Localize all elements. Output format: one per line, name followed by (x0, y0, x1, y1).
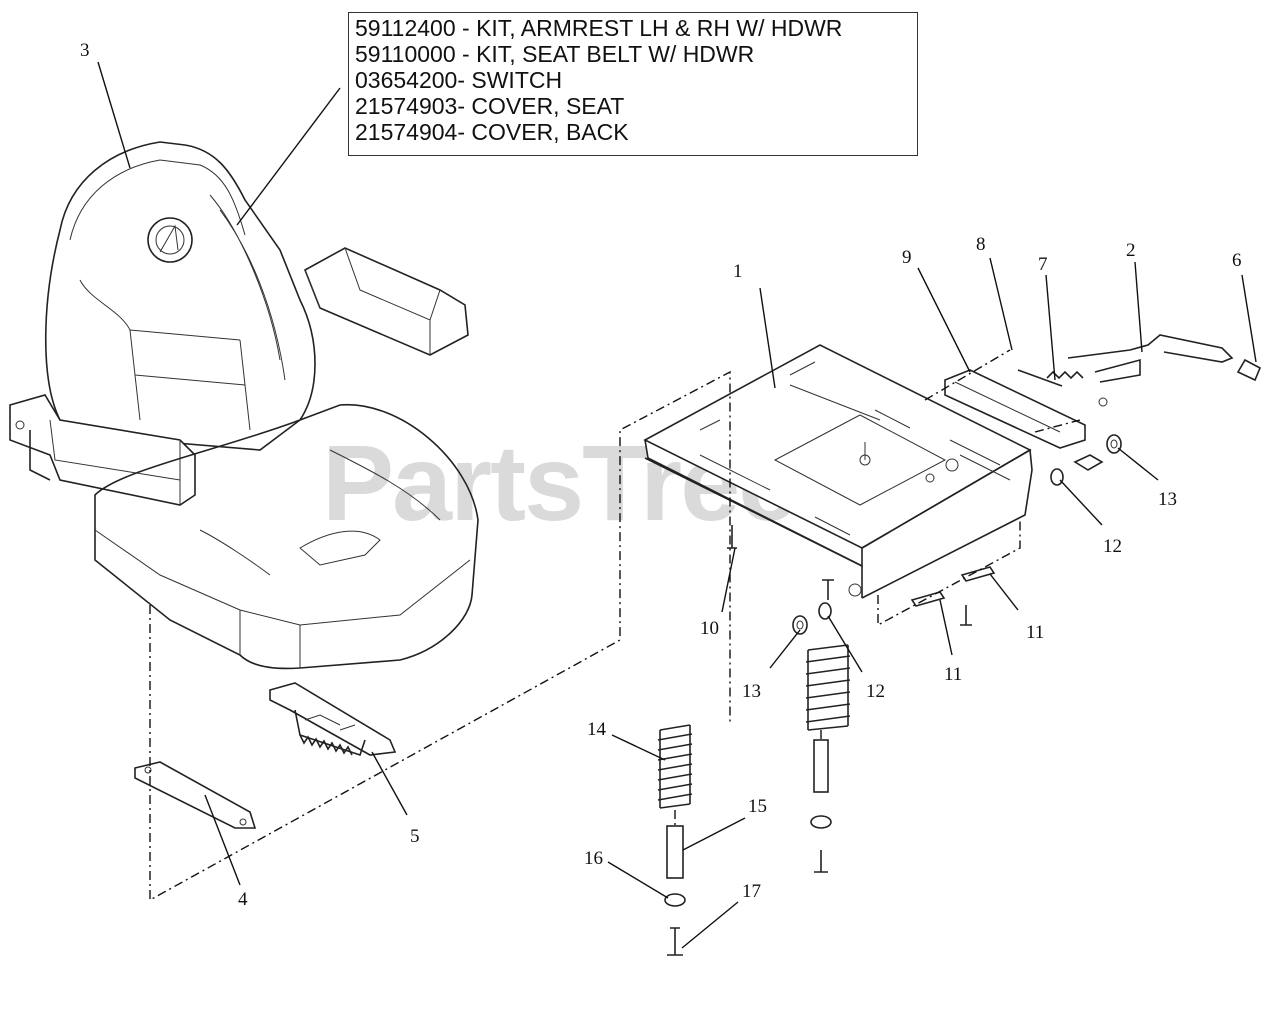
kit-line-back-cover: 21574904- COVER, BACK (355, 119, 629, 145)
callout-4: 4 (238, 889, 248, 910)
kit-parts-list-box: 59112400 - KIT, ARMREST LH & RH W/ HDWR … (348, 12, 918, 156)
callout-3: 3 (80, 40, 90, 61)
callout-7: 7 (1038, 254, 1048, 275)
callout-labels: 3 1 2 6 7 8 9 13 12 10 11 11 13 12 14 15… (80, 40, 1242, 910)
kit-line-switch: 03654200- SWITCH (355, 67, 563, 93)
seat-plate (643, 344, 1033, 599)
spacers-and-hardware (664, 739, 832, 956)
kit-line-seat-belt: 59110000 - KIT, SEAT BELT W/ HDWR (355, 41, 755, 67)
callout-2: 2 (1126, 240, 1136, 261)
callout-13-right: 13 (1158, 489, 1177, 510)
callout-14: 14 (587, 719, 607, 740)
callout-16: 16 (584, 848, 603, 869)
callout-11-left: 11 (944, 664, 962, 685)
callout-12-left: 12 (866, 681, 885, 702)
callout-1: 1 (733, 261, 743, 282)
assembly-dashed-lines (149, 349, 1081, 902)
kit-line-seat-cover: 21574903- COVER, SEAT (355, 93, 625, 119)
kit-line-armrest: 59112400 - KIT, ARMREST LH & RH W/ HDWR (355, 15, 843, 41)
callout-17: 17 (742, 881, 761, 902)
callout-5: 5 (410, 826, 420, 847)
callout-10: 10 (700, 618, 719, 639)
callout-12-right: 12 (1103, 536, 1122, 557)
slide-rail-and-handle (925, 334, 1262, 483)
callout-6: 6 (1232, 250, 1242, 271)
seat-brackets (134, 682, 397, 829)
callout-8: 8 (976, 234, 986, 255)
callout-13-left: 13 (742, 681, 761, 702)
callout-15: 15 (748, 796, 767, 817)
springs (657, 644, 851, 809)
callout-9: 9 (902, 247, 912, 268)
seat-assembly (9, 141, 479, 670)
callout-11-right: 11 (1026, 622, 1044, 643)
leader-lines (97, 61, 1257, 949)
